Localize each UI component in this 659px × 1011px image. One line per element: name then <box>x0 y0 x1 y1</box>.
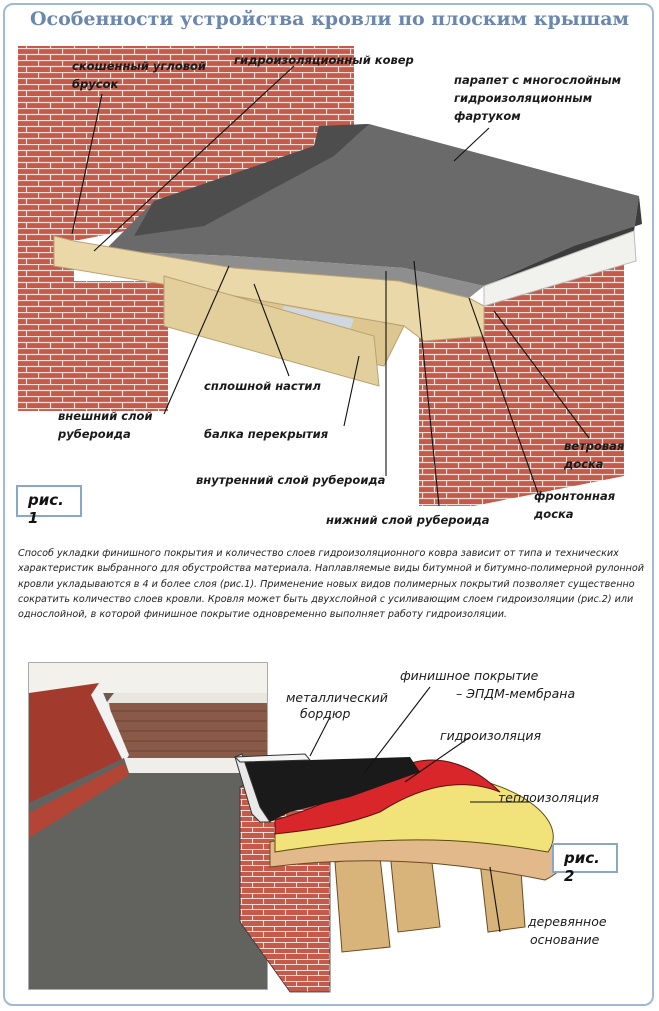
label-finish-2: – ЭПДМ-мембрана <box>456 686 575 701</box>
label-floor-beam: балка перекрытия <box>204 427 329 441</box>
label-inner-layer: внутренний слой рубероида <box>196 473 386 487</box>
figure-2-badge: рис. 2 <box>552 843 618 885</box>
figure-1-diagram: скошенный угловой брусок гидроизоляционн… <box>18 46 642 527</box>
label-fascia-board-1: фронтонная <box>534 489 616 503</box>
flat-roof-photo <box>28 662 268 990</box>
label-solid-deck: сплошной настил <box>204 379 321 393</box>
label-outer-layer-1: внешний слой <box>58 409 153 423</box>
epdm-membrane <box>233 753 420 823</box>
label-parapet-1: парапет с многослойным <box>454 73 622 87</box>
label-metal-border-1: металлический <box>286 690 388 705</box>
page-title: Особенности устройства кровли по плоским… <box>29 8 630 30</box>
label-waterproof-carpet: гидроизоляционный ковер <box>234 53 414 67</box>
figure-1-badge: рис. 1 <box>16 485 82 527</box>
wooden-beams <box>334 846 526 953</box>
figure-2-labels: металлический бордюр финишное покрытие –… <box>286 668 607 947</box>
label-parapet-2: гидроизоляционным <box>454 91 593 105</box>
label-outer-layer-2: рубероида <box>57 427 131 441</box>
label-parapet-3: фартуком <box>454 109 521 123</box>
leader-lines-2 <box>309 686 530 933</box>
roof-membrane <box>74 124 642 298</box>
label-waterproofing: гидроизоляция <box>440 728 541 743</box>
label-finish-1: финишное покрытие <box>400 668 539 683</box>
label-wood-base-2: основание <box>530 932 600 947</box>
label-corner-bar-2: брусок <box>72 77 119 91</box>
label-wood-base-1: деревянное <box>527 914 607 929</box>
label-insulation: теплоизоляция <box>498 790 599 805</box>
brick-wall-left <box>18 46 354 411</box>
label-wind-board-2: доска <box>563 457 604 471</box>
leader-lines <box>71 65 590 507</box>
figure-2-diagram: металлический бордюр финишное покрытие –… <box>233 668 607 993</box>
label-metal-border-2: бордюр <box>300 706 350 721</box>
description-paragraph: Способ укладки финишного покрытия и коли… <box>18 548 644 621</box>
label-fascia-board-2: доска <box>533 507 574 521</box>
label-wind-board-1: ветровая <box>564 439 625 453</box>
label-bottom-layer: нижний слой рубероида <box>326 513 490 527</box>
figure-1-labels: скошенный угловой брусок гидроизоляционн… <box>57 53 625 527</box>
label-corner-bar-1: скошенный угловой <box>72 59 206 73</box>
